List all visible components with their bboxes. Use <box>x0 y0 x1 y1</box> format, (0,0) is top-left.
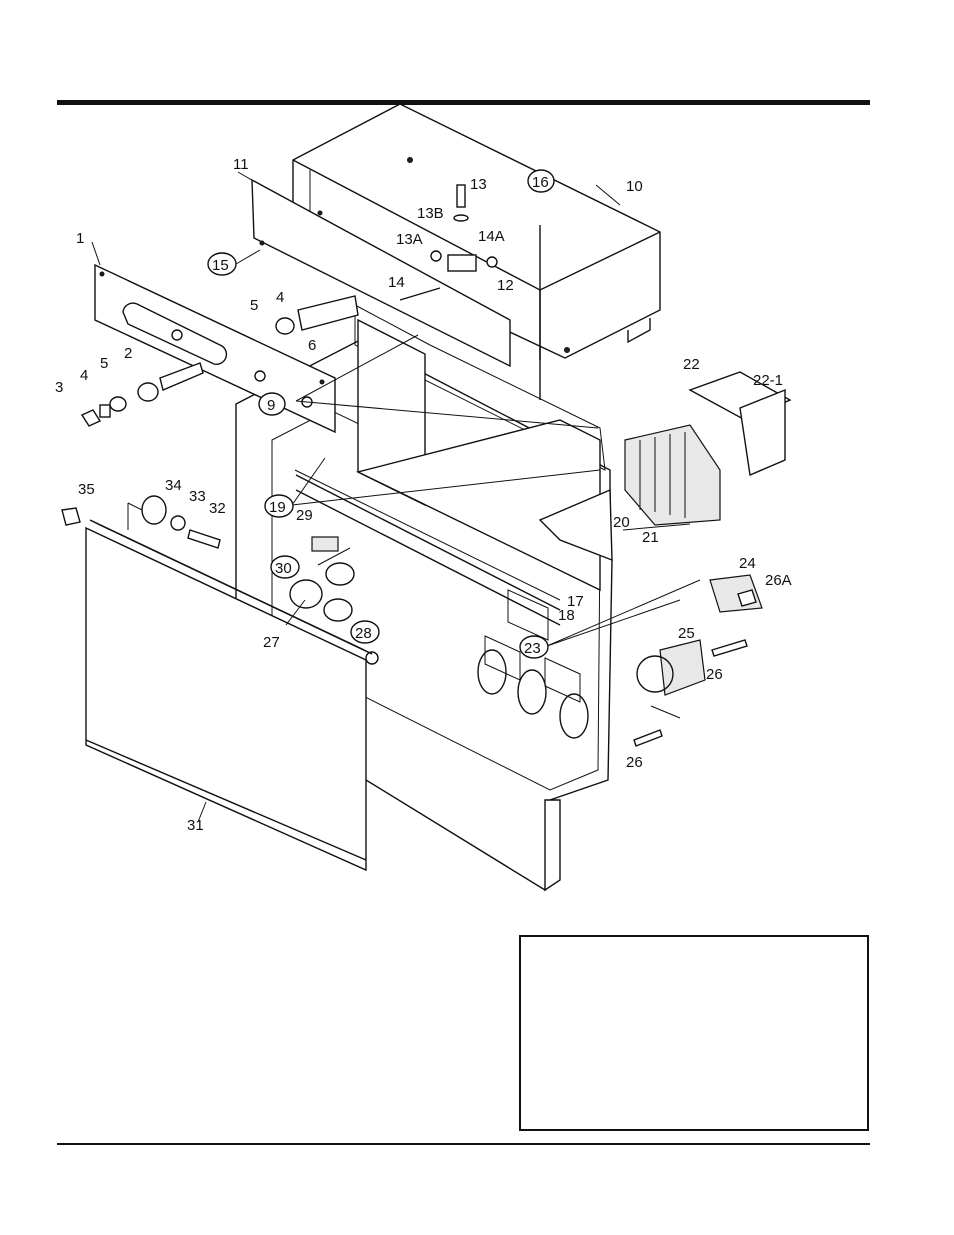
label-23: 23 <box>524 640 541 657</box>
label-10: 10 <box>626 178 643 195</box>
label-30: 30 <box>275 560 292 577</box>
label-26b: 26 <box>626 754 643 771</box>
label-20: 20 <box>613 514 630 531</box>
label-14a: 14A <box>478 228 505 245</box>
notes-box <box>519 935 869 1131</box>
label-18: 18 <box>558 607 575 624</box>
label-11: 11 <box>233 156 249 173</box>
label-9: 9 <box>267 397 275 414</box>
label-16: 16 <box>532 174 549 191</box>
label-2: 2 <box>124 345 132 362</box>
label-32: 32 <box>209 500 226 517</box>
label-26a: 26 <box>706 666 723 683</box>
label-24: 24 <box>739 555 756 572</box>
label-34: 34 <box>165 477 182 494</box>
relay-bracket-part <box>625 372 790 525</box>
label-35: 35 <box>78 481 95 498</box>
label-31: 31 <box>187 817 204 834</box>
label-26A: 26A <box>765 572 792 589</box>
label-15: 15 <box>212 257 229 274</box>
bottom-rule <box>57 1143 870 1145</box>
label-13b: 13B <box>417 205 444 222</box>
label-12: 12 <box>497 277 514 294</box>
label-28: 28 <box>355 625 372 642</box>
label-4b: 4 <box>276 289 284 306</box>
label-19: 19 <box>269 499 286 516</box>
label-33: 33 <box>189 488 206 505</box>
label-13: 13 <box>470 176 487 193</box>
label-25: 25 <box>678 625 695 642</box>
label-21: 21 <box>642 529 659 546</box>
label-4a: 4 <box>80 367 88 384</box>
label-22-1: 22-1 <box>753 372 783 389</box>
label-27: 27 <box>263 634 280 651</box>
label-3: 3 <box>55 379 63 396</box>
label-13a: 13A <box>396 231 423 248</box>
label-1: 1 <box>76 230 84 247</box>
label-29: 29 <box>296 507 313 524</box>
label-6: 6 <box>308 337 316 354</box>
label-5b: 5 <box>250 297 258 314</box>
label-5a: 5 <box>100 355 108 372</box>
label-22: 22 <box>683 356 700 373</box>
label-14: 14 <box>388 274 405 291</box>
